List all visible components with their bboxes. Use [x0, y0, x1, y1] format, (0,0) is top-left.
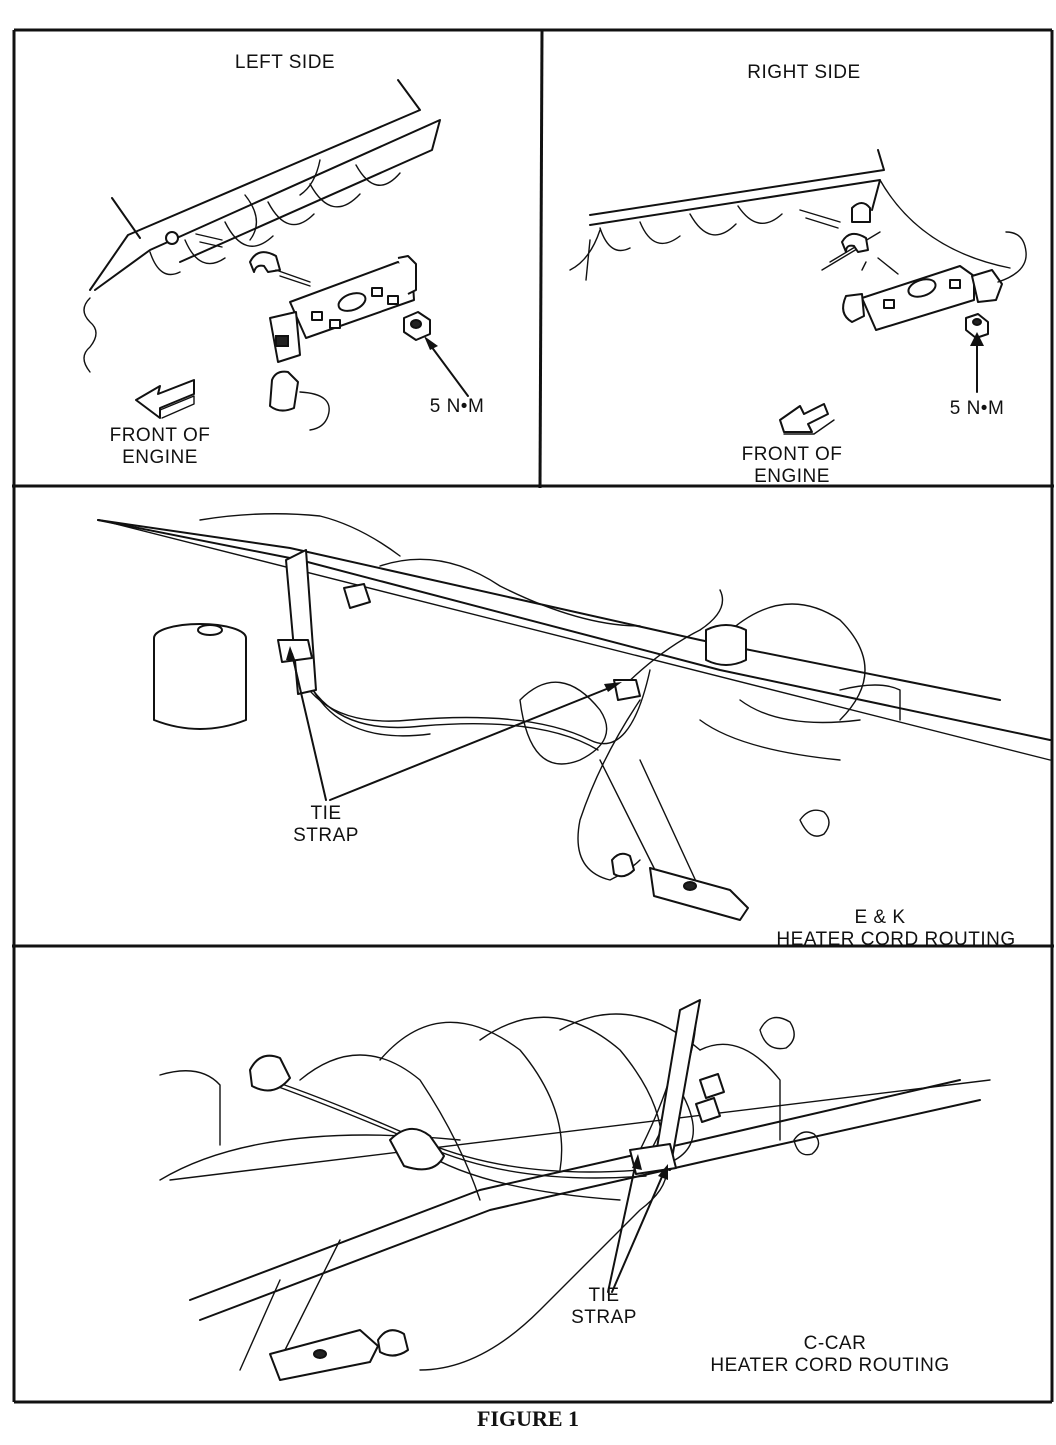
right-side-torque-arrow	[970, 332, 984, 393]
left-side-heater-bracket	[165, 231, 431, 431]
panel-borders	[12, 28, 1054, 1404]
left-side-front-arrow	[135, 379, 195, 419]
ccar-heater-cord	[249, 999, 725, 1381]
left-side-engine-block	[83, 79, 441, 373]
ccar-routing-title-line2: HEATER CORD ROUTING	[710, 1355, 950, 1376]
figure-caption: FIGURE 1	[476, 1406, 580, 1431]
right-side-heater-bracket	[799, 209, 1027, 339]
ccar-routing-title-line1: C-CAR	[803, 1333, 867, 1354]
right-side-engine-block	[569, 149, 1011, 281]
ek-tie-strap-label-line1: TIE	[310, 803, 342, 824]
right-side-front-arrow	[779, 403, 835, 435]
ek-engine-outline	[97, 513, 1051, 891]
ek-air-filter	[153, 623, 247, 730]
right-side-front-label-line1: FRONT OF	[741, 444, 843, 465]
left-side-torque-arrow	[424, 336, 469, 397]
ek-routing-title-line2: HEATER CORD ROUTING	[776, 929, 1016, 950]
ccar-tie-strap-leaders	[607, 1154, 668, 1293]
left-side-title: LEFT SIDE	[234, 52, 336, 73]
ek-heater-cord	[277, 549, 749, 921]
ek-routing-title-line1: E & K	[854, 907, 906, 928]
ek-tie-strap-leaders	[286, 646, 622, 801]
ek-tie-strap-label-line2: STRAP	[293, 825, 359, 846]
left-side-front-label-line2: ENGINE	[122, 447, 198, 468]
right-side-front-label-line2: ENGINE	[754, 466, 830, 487]
right-side-title: RIGHT SIDE	[747, 62, 861, 83]
ccar-tie-strap-label-line1: TIE	[588, 1285, 620, 1306]
left-side-front-label-line1: FRONT OF	[109, 425, 211, 446]
ccar-engine-outline	[159, 1013, 991, 1371]
left-side-torque-label: 5 N•M	[429, 396, 485, 417]
ccar-tie-strap-label-line2: STRAP	[571, 1307, 637, 1328]
right-side-torque-label: 5 N•M	[949, 398, 1005, 419]
